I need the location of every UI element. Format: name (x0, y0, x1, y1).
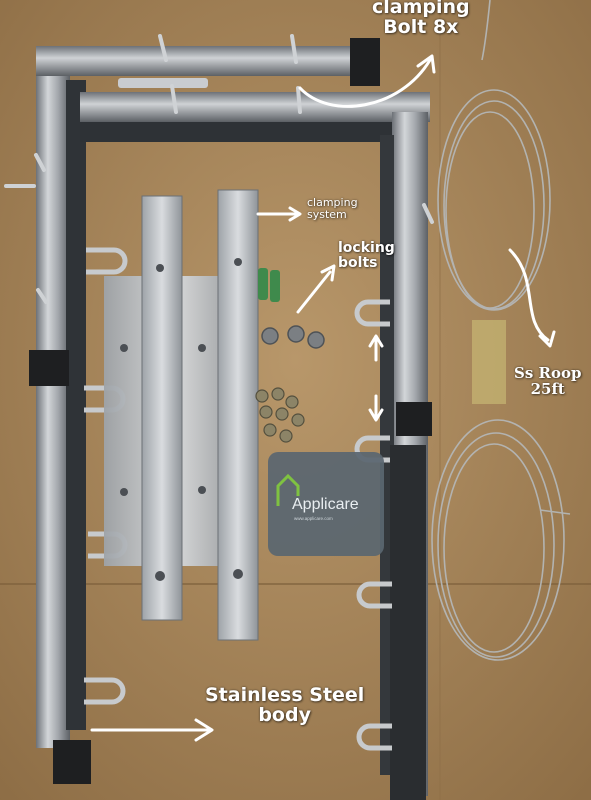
nuts-pile (255, 387, 305, 443)
label-line: 25ft (530, 379, 565, 398)
label-line: body (258, 703, 311, 726)
label-line: Bolt 8x (383, 15, 459, 38)
label-locking-bolts: locking bolts (338, 241, 395, 270)
wire-rope-clips (261, 325, 325, 349)
green-sleeves (258, 268, 280, 302)
right-frame-bar (380, 112, 432, 800)
watermark-url: www.applicare.com (294, 516, 333, 521)
clamping-plates (104, 189, 259, 641)
watermark-panel (268, 452, 384, 556)
inner-top-bar (80, 92, 430, 142)
house-logo-icon (276, 473, 300, 506)
label-line: Stainless Steel (205, 684, 365, 706)
label-stainless-body: Stainless Steel body (205, 684, 365, 726)
label-line: Ss Roop (514, 364, 582, 382)
label-line: system (307, 207, 347, 221)
label-ss-roop: Ss Roop 25ft (514, 364, 582, 398)
label-clamping-system: clamping system (307, 197, 358, 220)
clamping-bolts (4, 34, 434, 304)
label-clamping-bolt: clamping Bolt 8x (372, 0, 470, 38)
label-line: clamping (307, 196, 358, 209)
label-line: locking (338, 240, 395, 256)
tape-band (472, 320, 506, 404)
annotation-arrows (90, 54, 556, 742)
watermark-name: Applicare (292, 496, 359, 513)
label-line: bolts (338, 254, 378, 271)
ss-wire-rope-coil (431, 0, 571, 661)
top-frame-bar (36, 38, 380, 88)
label-line: clamping (372, 0, 470, 18)
